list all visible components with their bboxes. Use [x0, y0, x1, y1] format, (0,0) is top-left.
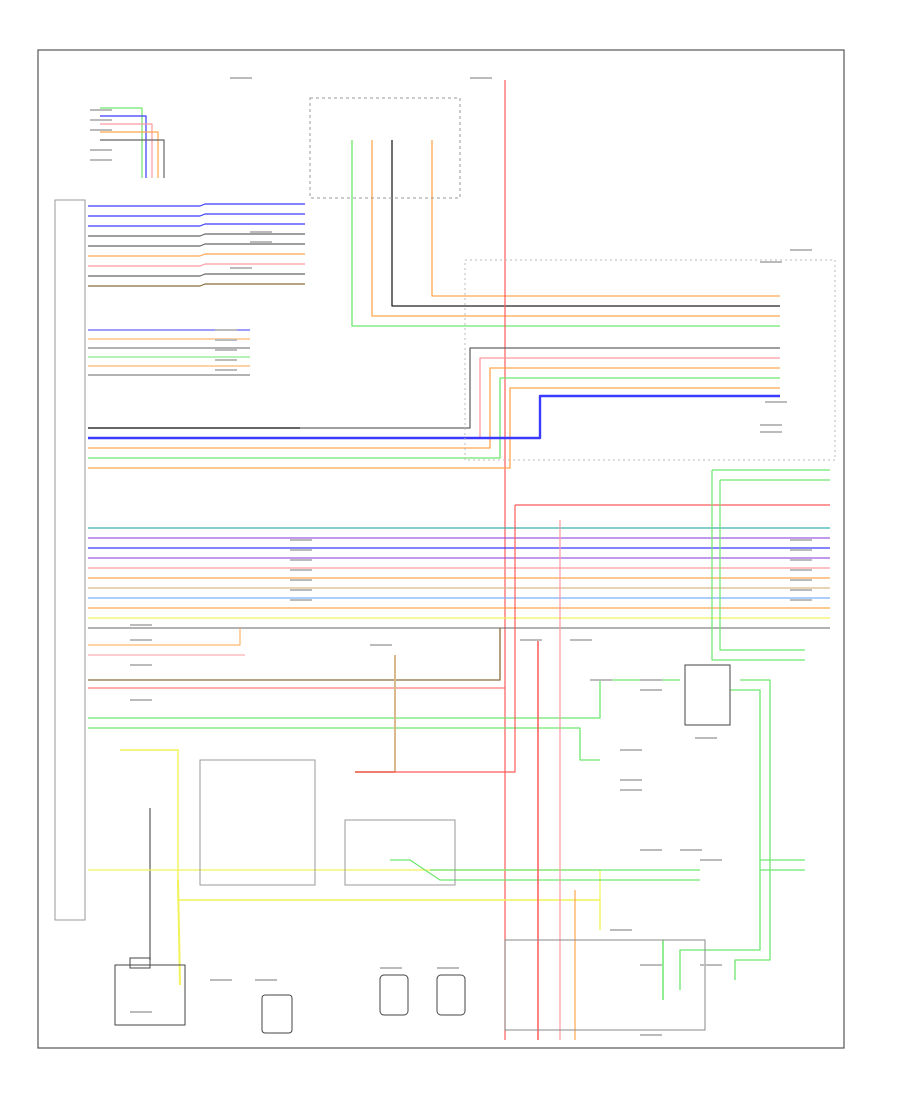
wire-green-bottom	[390, 859, 700, 881]
wire-module-bus	[88, 387, 780, 469]
wire-connector-row	[88, 283, 305, 287]
wire-green-drop	[711, 470, 805, 661]
wire-connector-row	[88, 263, 305, 267]
wire-tan-drop	[355, 655, 396, 773]
wire-orange-bus-2	[431, 140, 780, 297]
wire-lower-left	[88, 628, 241, 646]
wire-green-long	[88, 679, 680, 719]
component-bottom-left	[114, 964, 186, 1026]
wire-connector-row	[88, 253, 305, 257]
wire-connector-row	[88, 203, 305, 207]
component-layer	[54, 77, 836, 1036]
wire-harness-top-left	[100, 131, 159, 178]
component-bottom-right-box	[504, 939, 706, 1031]
wire-orange-bus	[371, 140, 780, 317]
wire-yellow-2	[88, 869, 601, 900]
component-bottom-mid-2	[436, 974, 466, 1016]
wire-green-long-2	[88, 727, 600, 761]
wire-red-return	[355, 505, 516, 773]
wire-green-right-loop-2	[679, 689, 761, 990]
wire-module-bus	[88, 357, 780, 439]
wire-blue-thick	[88, 394, 780, 440]
wire-harness-top-left	[100, 107, 143, 178]
wire-module-bus	[88, 377, 780, 459]
wire-harness-top-left	[100, 115, 147, 178]
wire-brown-loop	[88, 628, 501, 681]
wire-black-bus	[391, 140, 780, 307]
component-right-dashed-box	[464, 259, 836, 461]
wire-connector-row	[88, 273, 305, 277]
component-right-module	[684, 664, 731, 726]
wire-yellow-drop	[177, 879, 181, 986]
component-bottom-small	[261, 994, 293, 1034]
wire-yellow-harness	[120, 749, 601, 930]
component-bottom-mid-1	[379, 974, 409, 1016]
component-lower-left-box	[199, 759, 316, 886]
wire-connector-row	[88, 233, 305, 237]
wire-harness-top-left	[100, 139, 165, 178]
wire-module-bus	[88, 367, 780, 449]
wire-green-drop-2	[719, 480, 805, 651]
component-top-dashed-box	[309, 97, 461, 199]
wire-green-bus	[351, 140, 780, 327]
component-bottom-left-cap	[129, 957, 151, 969]
component-left-connector	[54, 199, 86, 921]
wire-green-right-loop	[734, 679, 771, 980]
wire-connector-row	[88, 213, 305, 217]
component-center-box	[344, 819, 456, 886]
wire-layer	[88, 80, 830, 1040]
wire-harness-top-left	[100, 123, 153, 178]
wire-connector-row	[88, 243, 305, 247]
diagram-frame	[37, 49, 845, 1049]
wire-connector-row	[88, 223, 305, 227]
